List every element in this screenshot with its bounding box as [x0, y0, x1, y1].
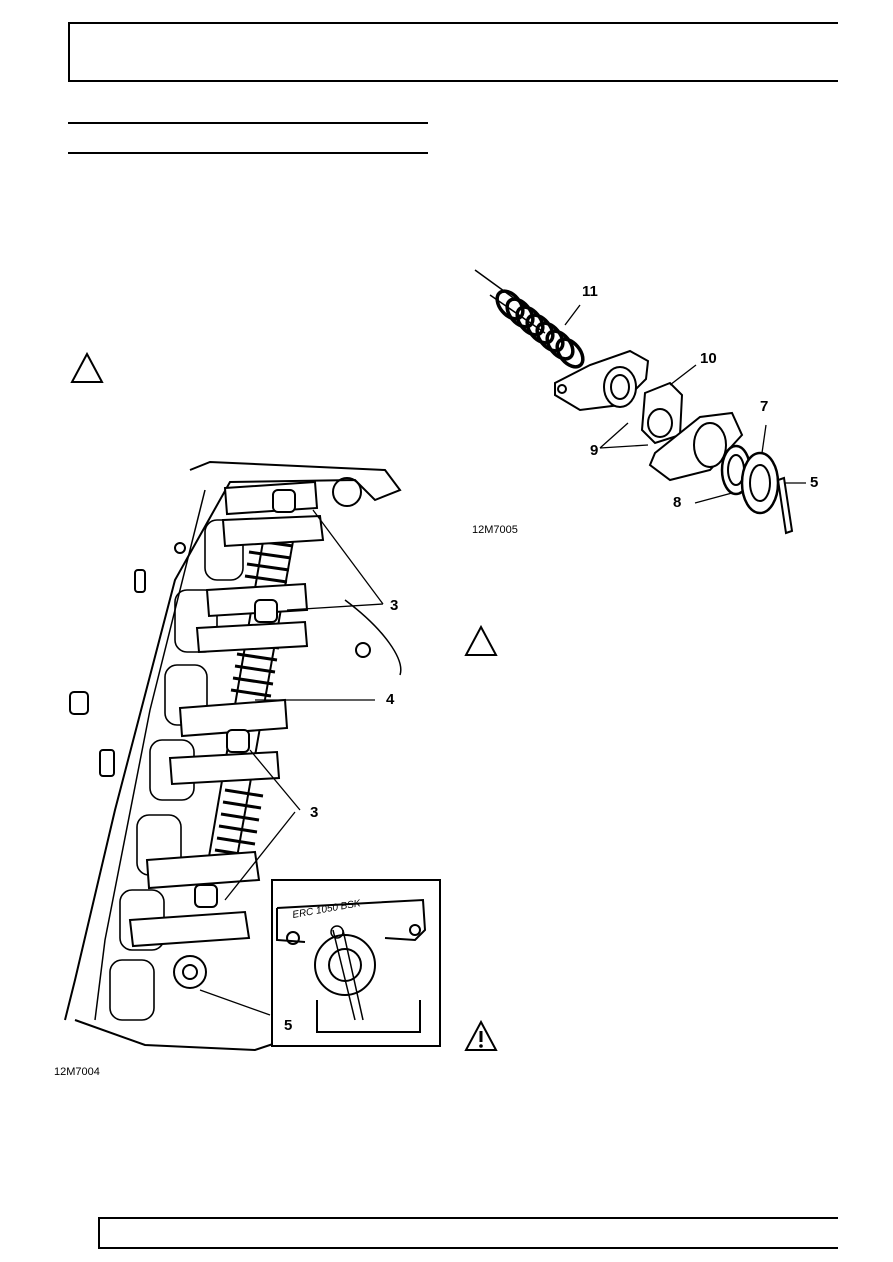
warning-exclamation-icon	[464, 1019, 498, 1051]
caution-triangle-icon	[70, 351, 104, 383]
caution-triangle-icon	[464, 624, 498, 656]
callout-3: 3	[390, 597, 399, 614]
callout-11: 11	[582, 283, 598, 300]
callout-5: 5	[284, 1017, 293, 1034]
callout-3: 3	[310, 804, 319, 821]
figure-id-12M7005: 12M7005	[472, 524, 518, 536]
section-rule-top	[68, 122, 428, 124]
callout-4: 4	[386, 691, 395, 708]
page-footer-frame	[98, 1217, 838, 1249]
page-header-frame	[68, 22, 838, 82]
figure-id-12M7004: 12M7004	[54, 1066, 100, 1078]
callout-9: 9	[590, 442, 599, 459]
callout-8: 8	[673, 494, 682, 511]
rocker-shaft-exploded-illustration	[474, 269, 806, 535]
rocker-shaft-illustration: ERC 1050 BSK	[64, 460, 441, 1052]
section-rule-bottom	[68, 152, 428, 154]
callout-7: 7	[760, 398, 769, 415]
callout-5: 5	[810, 474, 819, 491]
callout-10: 10	[700, 350, 717, 367]
